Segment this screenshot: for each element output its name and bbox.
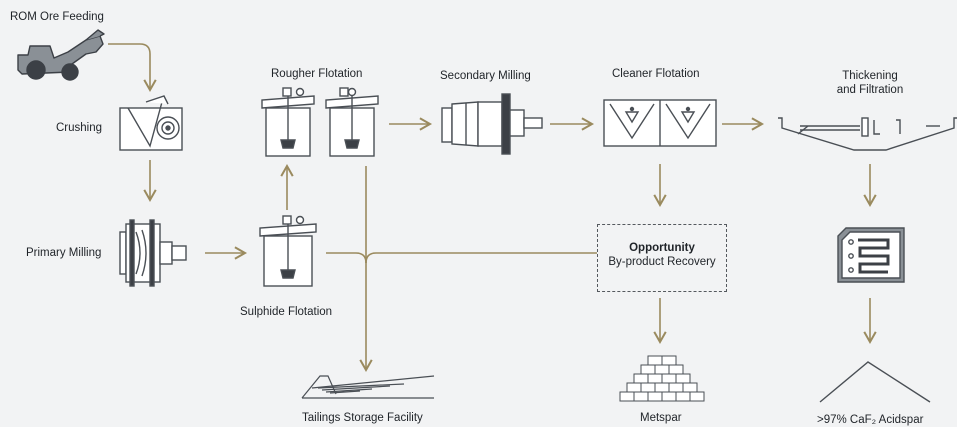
filter-press-icon [837,227,905,283]
acidspar-stockpile-icon [819,361,931,403]
label-tailings-storage-facility: Tailings Storage Facility [302,412,423,424]
opportunity-box: Opportunity By-product Recovery [597,224,727,292]
label-crushing: Crushing [56,122,103,134]
cleaner-cell-icon [603,99,717,147]
label-primary-milling: Primary Milling [26,247,102,259]
label-secondary-milling: Secondary Milling [440,70,531,82]
label-sulphide-flotation: Sulphide Flotation [240,306,333,318]
opportunity-subtitle: By-product Recovery [608,256,716,268]
flotation-cell-icon [325,87,379,157]
tailings-dam-icon [301,375,435,399]
loader-icon [17,29,105,81]
flotation-cell-icon [259,215,317,287]
line-sulphide-to-tailings [326,252,367,264]
label-thickening: Thickening and Filtration [820,69,920,97]
line-opportunity-to-tailings [365,252,597,264]
label-thickening-line1: Thickening [842,70,898,82]
label-rougher-flotation: Rougher Flotation [271,68,363,80]
secondary-mill-icon [441,93,543,155]
arrow-rom-to-crushing [108,43,157,93]
label-thickening-line2: and Filtration [836,84,904,96]
ball-mill-icon [119,219,187,287]
crusher-icon [119,95,183,151]
flotation-cell-icon [261,87,315,157]
label-rom-ore-feeding: ROM Ore Feeding [10,11,104,23]
label-acidspar: >97% CaF₂ Acidspar [817,414,924,426]
thickener-icon [778,117,957,151]
opportunity-title: Opportunity [629,242,695,254]
label-cleaner-flotation: Cleaner Flotation [612,68,700,80]
metspar-bricks-icon [619,355,705,402]
flow-arrows [108,43,877,373]
rougher-flotation-cells [261,87,379,157]
label-metspar: Metspar [640,412,682,424]
